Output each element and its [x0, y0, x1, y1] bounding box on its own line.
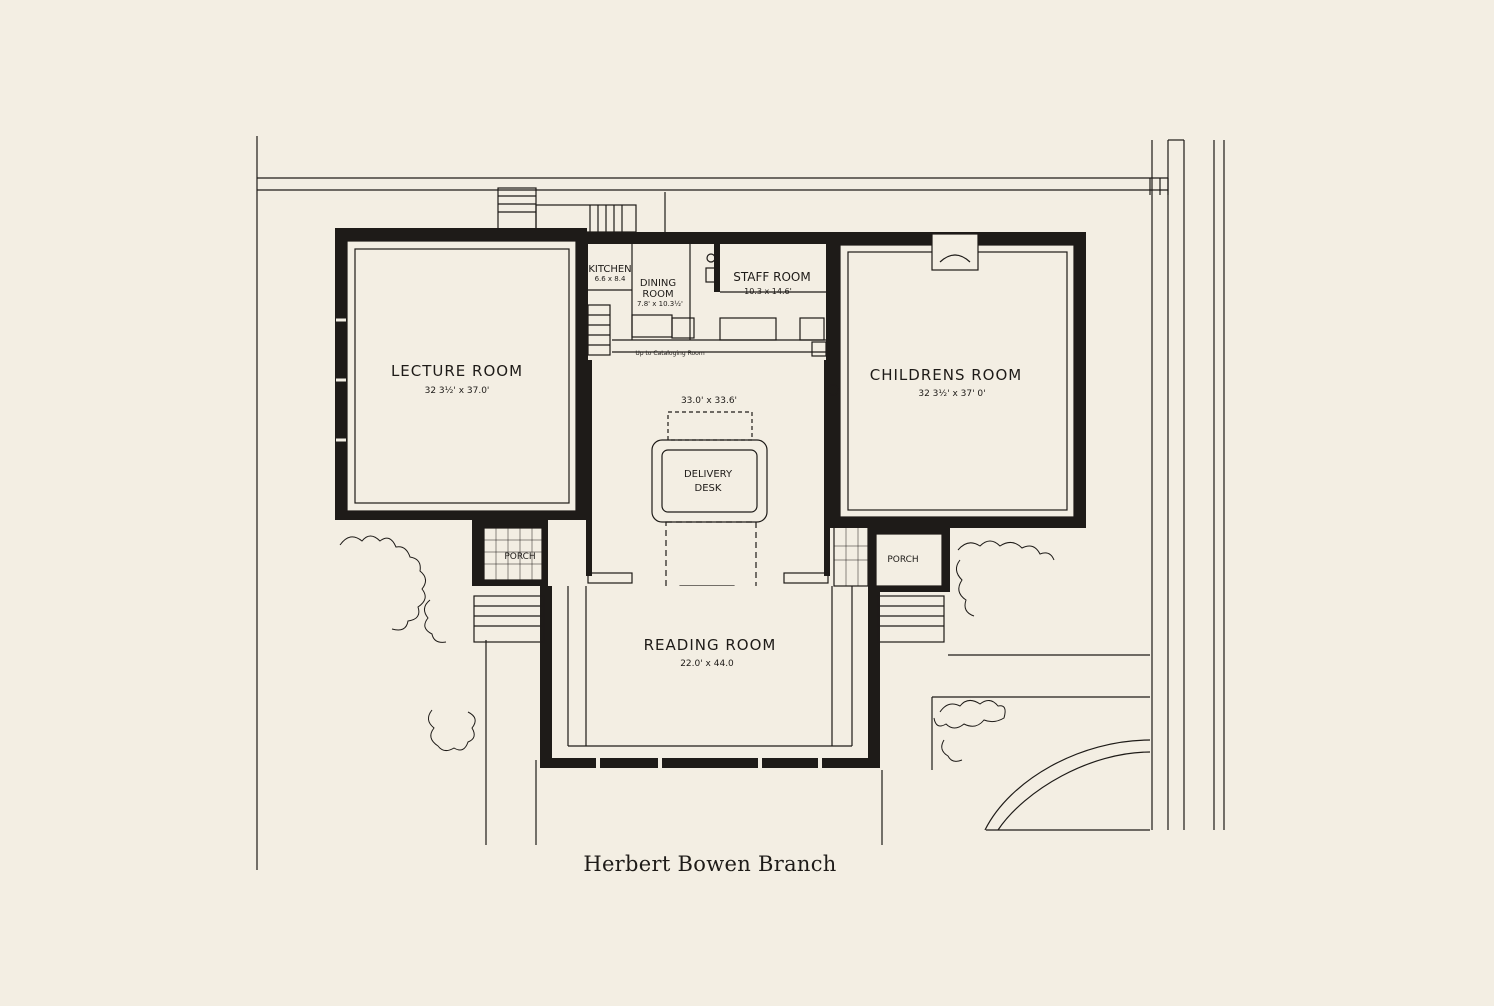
delivery-desk-label-2: DESK [695, 483, 722, 494]
childrens-room-walls [828, 232, 1086, 528]
hall-size: 33.0' x 33.6' [681, 396, 737, 406]
childrens-room-label: CHILDRENS ROOM [870, 366, 1022, 384]
left-porch [472, 520, 548, 643]
kitchen-label: KITCHEN [588, 264, 631, 275]
stair-note: Up to Cataloging Room [635, 350, 705, 357]
left-porch-label: PORCH [504, 552, 535, 562]
dining-room-size: 7.8' x 10.3½' [637, 300, 683, 308]
staff-room-label: STAFF ROOM [733, 270, 810, 284]
lecture-room-walls [335, 228, 587, 520]
staff-room-size: 10.3 x 14.6' [744, 287, 792, 296]
dining-room-label-1: DINING [640, 278, 676, 289]
childrens-room-size: 32 3½' x 37' 0' [918, 389, 985, 399]
lecture-room-label: LECTURE ROOM [391, 362, 523, 380]
right-porch [833, 525, 950, 643]
lecture-room-size: 32 3½' x 37.0' [425, 386, 490, 396]
drawing-caption: Herbert Bowen Branch [583, 852, 837, 876]
dining-room-label-2: ROOM [642, 289, 673, 300]
right-porch-label: PORCH [887, 555, 918, 565]
reading-room-size: 22.0' x 44.0 [680, 659, 734, 669]
reading-room-label: READING ROOM [644, 636, 777, 654]
reading-room-walls [540, 586, 880, 768]
rear-steps [497, 187, 637, 233]
service-wing [576, 232, 838, 360]
shrubbery [339, 535, 1055, 762]
delivery-desk-label-1: DELIVERY [684, 469, 733, 480]
room-labels: LECTURE ROOM 32 3½' x 37.0' CHILDRENS RO… [391, 264, 1022, 669]
site-lines [256, 136, 1225, 870]
kitchen-size: 6.6 x 8.4 [595, 275, 626, 283]
